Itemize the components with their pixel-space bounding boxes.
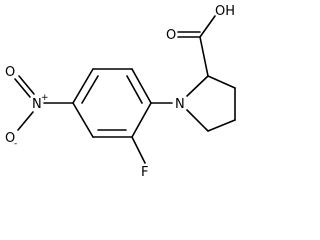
bond-ring-c3-c4 (72, 102, 94, 138)
ring-nitrogen-label: N (175, 97, 185, 112)
bond-ring-c1-c2 (131, 102, 152, 138)
bond-c-oh (199, 15, 216, 38)
nitro-oxygen-bottom-label: O (5, 131, 15, 146)
bond-ring-c4-c5 (72, 68, 94, 104)
bond-c2-c3 (207, 75, 236, 89)
nitro-oxygen-bottom-charge: - (14, 139, 17, 149)
fluorine-label: F (141, 165, 148, 180)
bond-c5-n (186, 109, 209, 132)
bond-n-c2 (186, 75, 209, 97)
benzene-ring (72, 68, 152, 138)
nitro-nitrogen-charge: + (41, 93, 49, 103)
molecule-structure: F N + O O - N OH O (5, 4, 236, 180)
carbonyl-oxygen-label: O (166, 28, 176, 43)
bond-ring-inner-2 (81, 75, 99, 104)
bond-nitro-n-o-top-a (18, 75, 35, 95)
nitro-nitrogen-label: N (32, 97, 42, 112)
bond-nitro-n-o-top-b (14, 78, 31, 98)
bond-c2-cooh (199, 36, 209, 77)
bond-c4-c5 (207, 119, 236, 132)
nitro-oxygen-top-label: O (5, 65, 15, 80)
bond-ring-inner-3 (126, 75, 143, 104)
bond-ring-c6-c1 (131, 68, 152, 104)
bond-nitro-n-o-bottom (17, 111, 34, 131)
pyrrolidine-ring (186, 75, 236, 132)
bond-c-f (131, 136, 146, 164)
hydroxyl-label: OH (215, 4, 235, 19)
